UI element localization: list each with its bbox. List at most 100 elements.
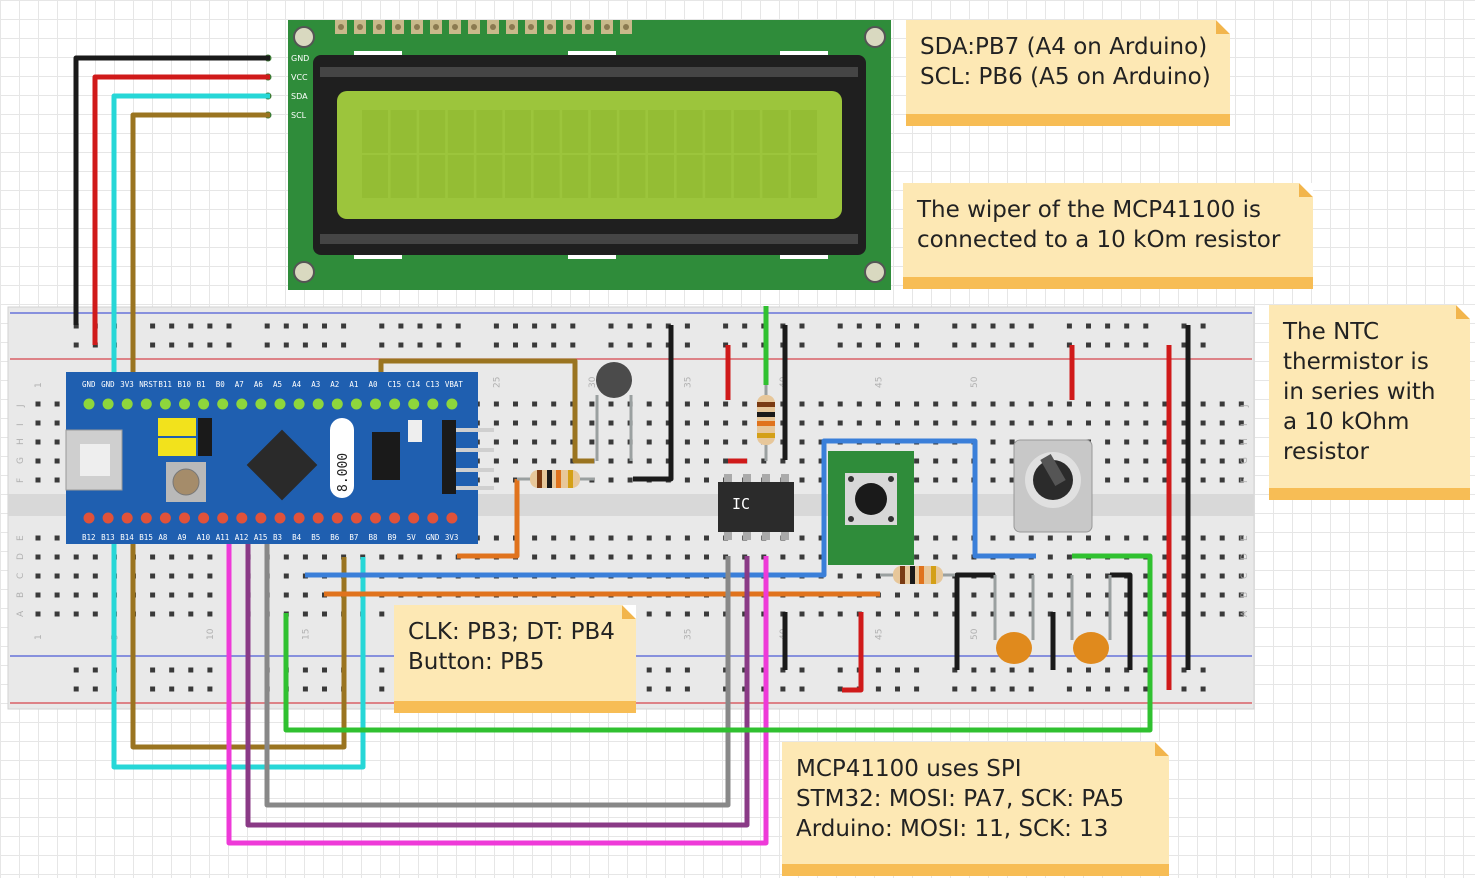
breadboard-hole	[952, 535, 958, 541]
rail-hole	[73, 667, 79, 673]
stm32-pin-label: C14	[407, 380, 421, 389]
stm32-pin-label: B3	[273, 533, 282, 542]
breadboard-hole	[589, 439, 595, 445]
breadboard-hole	[302, 592, 308, 598]
stm32-pin-label: B8	[369, 533, 379, 542]
breadboard-hole	[1124, 420, 1130, 426]
resistor-wiper	[757, 385, 775, 461]
row-letter: B	[1240, 592, 1250, 598]
stm32-pin	[140, 398, 152, 410]
breadboard-hole	[1143, 592, 1149, 598]
rail-hole	[1143, 667, 1149, 673]
row-letter: J	[1240, 404, 1250, 408]
rail-hole	[1124, 667, 1130, 673]
breadboard-hole	[493, 535, 499, 541]
breadboard-hole	[54, 535, 60, 541]
rail-hole	[1200, 323, 1206, 329]
breadboard-hole	[818, 554, 824, 560]
lcd-header-pin-hole	[623, 24, 629, 30]
rail-hole	[627, 323, 633, 329]
breadboard-hole	[322, 554, 327, 560]
column-number: 35	[683, 377, 693, 388]
breadboard-hole	[1219, 439, 1225, 445]
breadboard-hole	[1009, 401, 1015, 407]
breadboard-hole	[188, 554, 194, 560]
rail-hole	[532, 342, 538, 348]
rail-hole	[283, 323, 289, 329]
stm32-pin-label: GND	[101, 380, 115, 389]
breadboard-hole	[818, 439, 824, 445]
rail-hole	[875, 323, 881, 329]
breadboard-hole	[1162, 535, 1168, 541]
rail-hole	[646, 686, 652, 692]
rail-hole	[493, 323, 499, 329]
stm32-pin	[350, 398, 362, 410]
rail-hole	[150, 667, 156, 673]
breadboard-hole	[589, 420, 595, 426]
stm32-pin-label: B6	[330, 533, 340, 542]
breadboard-hole	[283, 592, 289, 598]
breadboard-hole	[1086, 573, 1091, 579]
stm32-pin	[331, 398, 343, 410]
breadboard-hole	[742, 439, 748, 445]
rail-hole	[92, 686, 98, 692]
breadboard-hole	[1219, 401, 1225, 407]
breadboard-hole	[1219, 458, 1225, 464]
breadboard-hole	[1066, 573, 1072, 579]
breadboard-hole	[493, 401, 499, 407]
stm32-pin-label: B13	[101, 533, 115, 542]
breadboard-hole	[646, 458, 652, 464]
rail-hole	[971, 686, 977, 692]
breadboard-hole	[704, 477, 709, 483]
breadboard-hole	[1124, 592, 1130, 598]
breadboard-hole	[933, 592, 939, 598]
breadboard-hole	[169, 554, 175, 560]
breadboard-hole	[188, 592, 194, 598]
row-letter: D	[1240, 553, 1250, 560]
stm32-pin-label: A0	[369, 380, 379, 389]
stm32-pin-label: A5	[273, 380, 282, 389]
rail-hole	[742, 323, 748, 329]
breadboard-hole	[1047, 592, 1053, 598]
stm32-pin-label: C15	[388, 380, 402, 389]
breadboard-hole	[1086, 401, 1091, 407]
breadboard-hole	[914, 458, 920, 464]
breadboard-hole	[1162, 611, 1168, 617]
stm32-pin	[179, 512, 190, 524]
breadboard-hole	[54, 592, 60, 598]
breadboard-hole	[1086, 420, 1091, 426]
breadboard-hole	[914, 554, 920, 560]
mcp41100-chip: IC	[718, 474, 794, 540]
breadboard-hole	[1124, 401, 1130, 407]
rail-hole	[551, 342, 557, 348]
breadboard-hole	[990, 458, 996, 464]
column-number: 50	[970, 376, 980, 388]
stm32-pin	[217, 398, 229, 410]
lcd-cell	[590, 110, 617, 153]
capacitor-2	[1070, 575, 1112, 664]
rail-hole	[608, 342, 614, 348]
breadboard-hole	[1086, 535, 1091, 541]
rail-hole	[990, 667, 996, 673]
rail-hole	[302, 667, 308, 673]
rail-hole	[379, 686, 385, 692]
stm32-pin	[408, 398, 420, 410]
push-button-module	[828, 451, 914, 565]
breadboard-hole	[665, 420, 671, 426]
breadboard-hole	[914, 420, 920, 426]
breadboard-hole	[1009, 458, 1015, 464]
stm32-pin	[389, 398, 401, 410]
stm32-pin	[140, 512, 152, 524]
breadboard-hole	[513, 439, 518, 445]
breadboard-hole	[1066, 535, 1072, 541]
stm32-pin-label: B12	[82, 533, 96, 542]
breadboard-hole	[493, 458, 499, 464]
rail-hole	[1028, 667, 1034, 673]
breadboard-hole	[35, 611, 41, 617]
breadboard-hole	[704, 554, 709, 560]
breadboard-hole	[990, 611, 996, 617]
breadboard-hole	[1143, 573, 1149, 579]
stm32-pin-label: B14	[120, 533, 134, 542]
note-ntc-line: in series with	[1283, 379, 1436, 405]
